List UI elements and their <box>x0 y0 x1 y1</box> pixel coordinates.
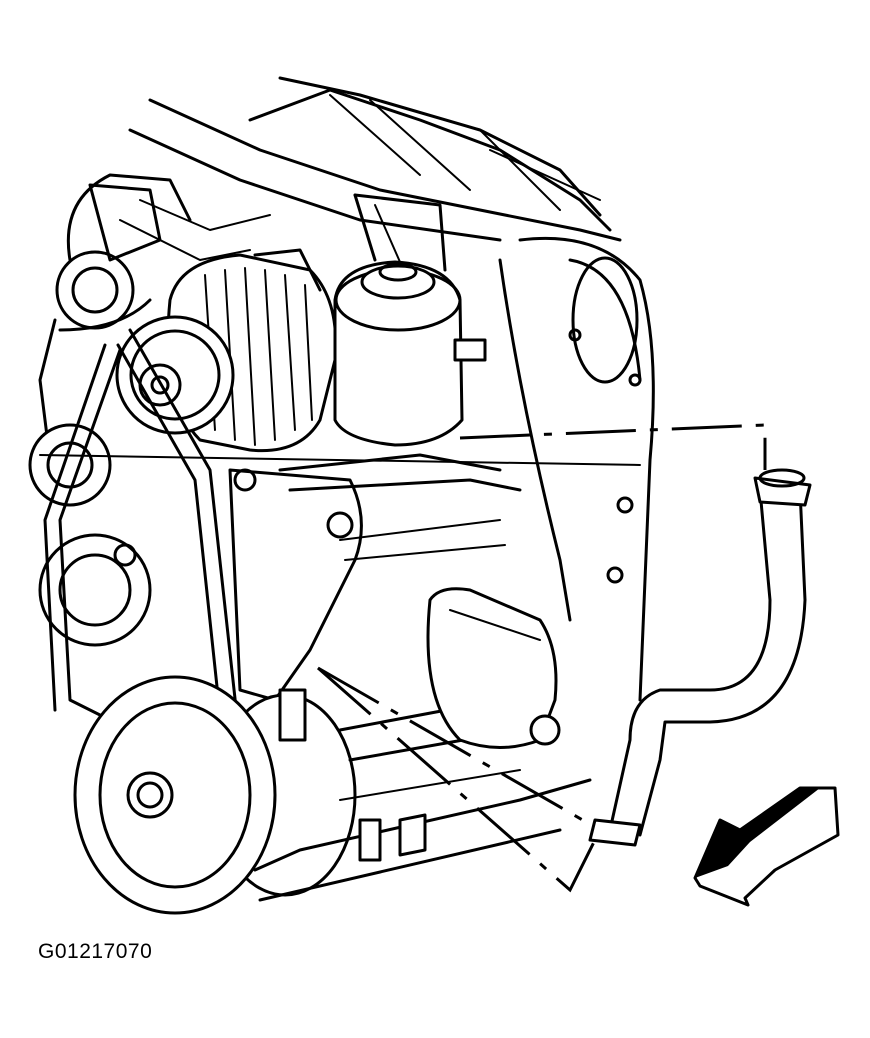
callout-lines <box>317 423 767 893</box>
inner-fender <box>498 236 655 702</box>
power-steering-reservoir <box>333 193 487 447</box>
cowl-panel <box>128 76 622 242</box>
figure-code: G01217070 <box>38 940 153 963</box>
idler-pulleys <box>28 423 152 647</box>
view-direction-arrow-icon <box>693 786 840 907</box>
power-steering-pulley <box>73 675 357 915</box>
manifold <box>426 587 561 749</box>
pump-bracket <box>228 453 522 702</box>
return-hose <box>588 468 812 847</box>
